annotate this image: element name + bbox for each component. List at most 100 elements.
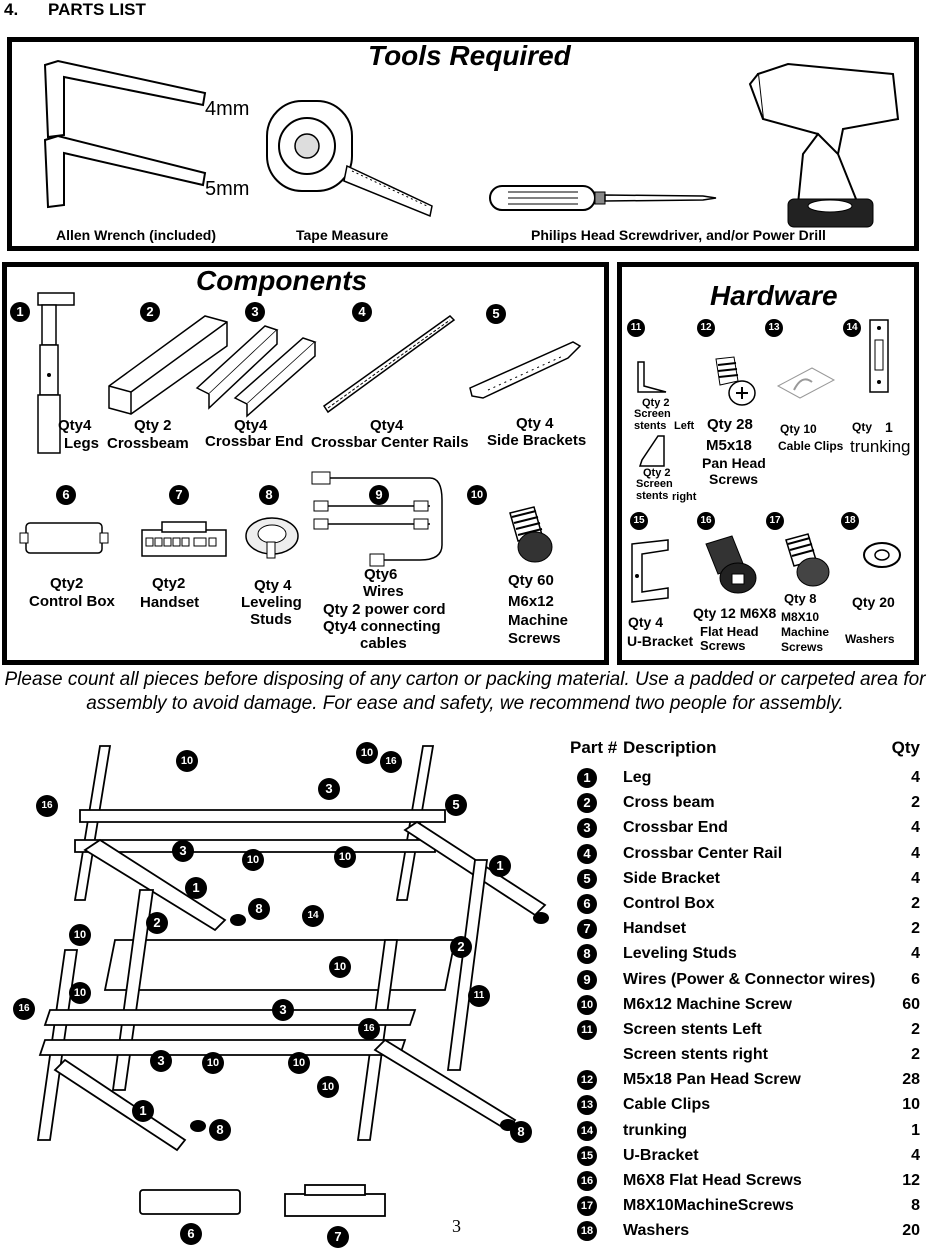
- component-number-6: 6: [56, 485, 76, 505]
- component-qty-1: Qty4: [58, 417, 92, 434]
- section-title: PARTS LIST: [48, 0, 146, 19]
- row-description: Wires (Power & Connector wires): [623, 970, 876, 988]
- row-description: Crossbar End: [623, 819, 728, 837]
- leg-illustration: [37, 292, 75, 454]
- hw-17-size: M8X10: [781, 610, 820, 624]
- hw-15-qty: Qty 4: [628, 614, 664, 630]
- hw-14-qty: Qty: [852, 420, 873, 434]
- component-qty-5: Qty 4: [516, 415, 554, 432]
- hardware-number-13: 13: [765, 319, 783, 337]
- component-9-line3: Qty4 connecting: [323, 618, 441, 635]
- row-qty: 60: [902, 995, 920, 1013]
- diagram-callout: 3: [172, 840, 194, 862]
- row-qty: 28: [902, 1071, 920, 1089]
- component-qty-6: Qty2: [50, 575, 84, 592]
- hardware-title: Hardware: [710, 280, 838, 311]
- row-description: Leg: [623, 769, 652, 786]
- row-description: Side Bracket: [623, 869, 720, 887]
- diagram-callout: 10: [202, 1052, 224, 1074]
- diagram-callout: 2: [146, 912, 168, 934]
- row-qty: 4: [911, 945, 920, 963]
- row-qty: 4: [911, 844, 920, 862]
- row-description: Handset: [623, 920, 687, 938]
- component-name-2: Crossbeam: [107, 435, 189, 452]
- hw-13-qty: Qty 10: [780, 422, 817, 436]
- row-qty: 4: [911, 869, 920, 887]
- page-number: 3: [452, 1216, 461, 1236]
- component-name-8: Leveling Studs: [241, 594, 302, 628]
- component-name-3: Crossbar End: [205, 433, 304, 450]
- row-description: Cable Clips: [623, 1096, 711, 1114]
- row-part-number: 8: [577, 944, 597, 965]
- row-part-number: 5: [577, 868, 597, 889]
- flat-head-screw-illustration: [705, 535, 757, 594]
- diagram-callout: 10: [329, 956, 351, 978]
- hardware-number-16: 16: [697, 512, 715, 530]
- row-part-number: 17: [577, 1196, 597, 1217]
- diagram-callout: 6: [180, 1223, 202, 1245]
- row-qty: 12: [902, 1172, 920, 1189]
- cable-clip-illustration: [776, 367, 836, 399]
- header-description: Description: [623, 738, 717, 757]
- hw-11-side: Left: [674, 420, 695, 432]
- hw-12-size: M5x18: [706, 437, 752, 454]
- diagram-callout: 2: [450, 936, 472, 958]
- component-name-4: Crossbar Center Rails: [311, 434, 469, 451]
- header-part: Part #: [570, 738, 618, 757]
- hardware-number-18: 18: [841, 512, 859, 530]
- row-description: Washers: [623, 1222, 690, 1240]
- row-description: Leveling Studs: [623, 945, 737, 963]
- row-part-number: 10: [577, 994, 597, 1015]
- hw-16-type: Flat Head: [700, 624, 759, 639]
- assembly-diagram: [36, 745, 549, 1217]
- header-qty: Qty: [891, 738, 920, 757]
- hw-12-type: Pan Head: [702, 455, 766, 471]
- component-name-1: Legs: [64, 435, 100, 452]
- hw-18-qty: Qty 20: [852, 594, 895, 610]
- row-description: Screen stents right: [623, 1046, 768, 1064]
- row-qty: 4: [911, 819, 920, 837]
- hardware-number-17: 17: [766, 512, 784, 530]
- hw-11b-line2: Screen: [636, 478, 673, 490]
- diagram-callout: 8: [510, 1121, 532, 1143]
- hw-11b-qty: Qty 2: [643, 467, 671, 479]
- tools-title: Tools Required: [368, 40, 571, 71]
- row-part-number: 18: [577, 1221, 597, 1242]
- row-part-number: 6: [577, 893, 597, 914]
- component-number-8: 8: [259, 485, 279, 505]
- component-name-6: Control Box: [29, 593, 115, 610]
- hw-18-name: Washers: [845, 632, 895, 646]
- row-qty: 10: [902, 1096, 920, 1114]
- hw-12-name: Screws: [709, 471, 759, 487]
- component-qty-10: Qty 60: [508, 572, 554, 589]
- row-qty: 2: [911, 894, 920, 912]
- control-box-illustration: [19, 522, 109, 554]
- component-qty-3: Qty4: [234, 417, 268, 434]
- row-part-number: 12: [577, 1070, 597, 1091]
- diagram-callout: 14: [302, 905, 324, 927]
- crossbar-center-rail-illustration: [322, 315, 456, 414]
- row-description: M8X10MachineScrews: [623, 1197, 794, 1215]
- row-part-number: 15: [577, 1145, 597, 1166]
- component-number-10: 10: [467, 485, 487, 505]
- tools-required-panel: [7, 37, 919, 251]
- component-9-line4: cables: [360, 635, 407, 652]
- allen-wrench-illustration: [43, 59, 207, 209]
- row-qty: 1: [911, 1121, 920, 1139]
- wires-illustration: [311, 471, 443, 567]
- row-qty: 2: [911, 920, 920, 938]
- component-number-7: 7: [169, 485, 189, 505]
- hw-15-name: U-Bracket: [627, 633, 694, 649]
- diagram-callout: 8: [248, 898, 270, 920]
- diagram-callout: 16: [36, 795, 58, 817]
- row-part-number: 4: [577, 843, 597, 864]
